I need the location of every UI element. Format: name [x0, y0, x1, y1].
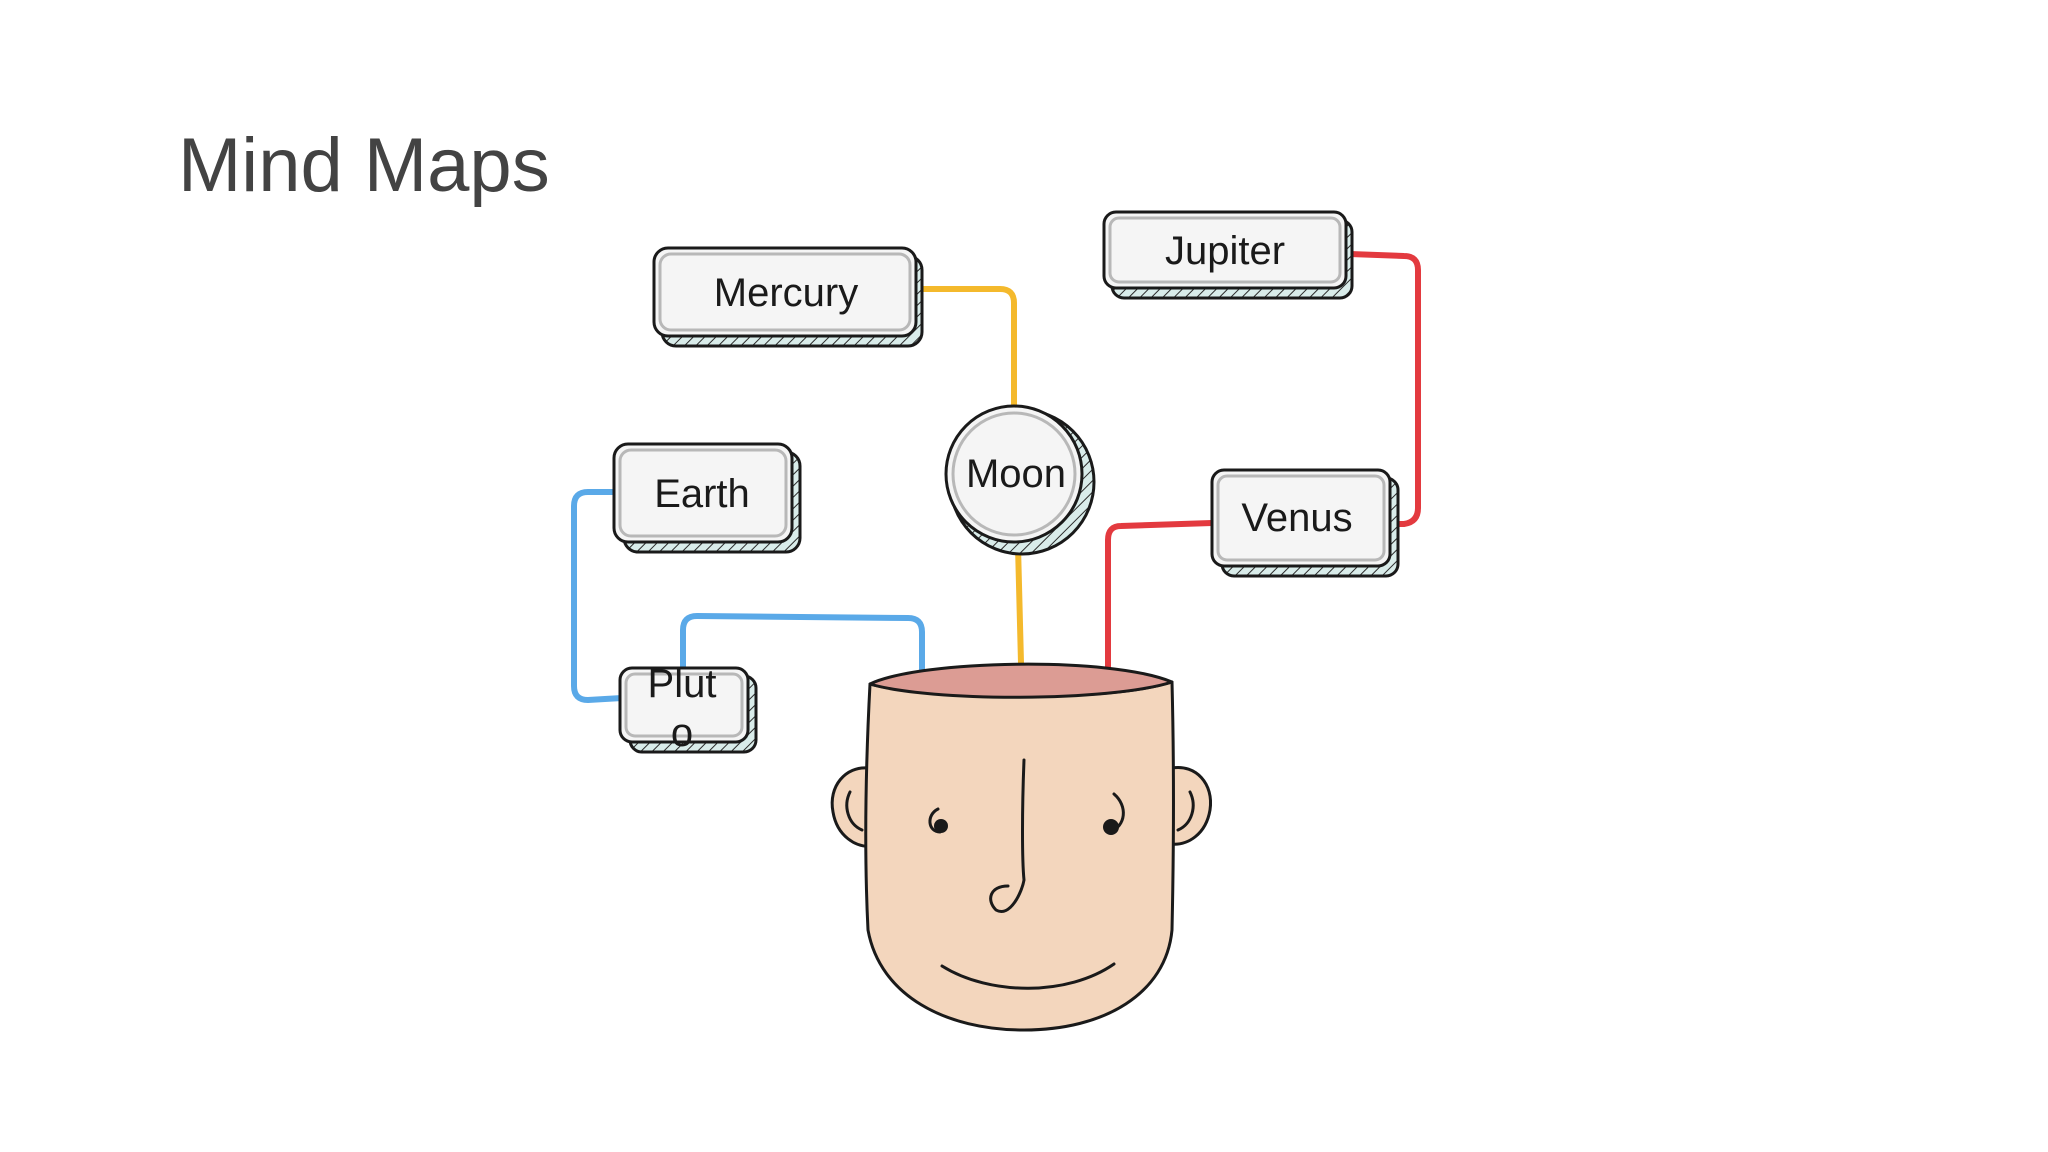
- node-moon-circle: [944, 404, 1084, 544]
- nose: [989, 758, 1026, 913]
- node-moon[interactable]: Moon: [944, 404, 1096, 556]
- node-mercury-box: [652, 246, 918, 338]
- right-ear: [1168, 766, 1213, 846]
- left-ear-inner: [845, 790, 864, 832]
- node-jupiter[interactable]: Jupiter: [1102, 210, 1354, 300]
- node-jupiter-label: Jupiter: [1165, 229, 1285, 273]
- connector-pluto-head: [680, 612, 925, 693]
- node-jupiter-box: [1102, 210, 1348, 290]
- connector-earth-pluto: [571, 489, 625, 704]
- node-venus-box: [1210, 468, 1392, 568]
- node-earth[interactable]: Earth: [612, 442, 802, 554]
- node-pluto[interactable]: Plut o: [618, 662, 758, 755]
- node-moon-label: Moon: [966, 452, 1066, 496]
- slide-title: Mind Maps: [178, 123, 550, 208]
- right-ear-inner: [1176, 790, 1195, 832]
- connectors: [571, 251, 1421, 705]
- node-earth-label: Earth: [654, 472, 750, 516]
- node-pluto-box: [618, 666, 750, 744]
- node-mercury-label: Mercury: [714, 271, 858, 315]
- node-venus[interactable]: Venus: [1210, 468, 1400, 578]
- left-ear: [830, 766, 874, 848]
- head-illustration: [830, 662, 1213, 1032]
- node-mercury[interactable]: Mercury: [652, 246, 924, 348]
- node-pluto-label-line1: Plut: [648, 662, 717, 706]
- connector-venus-head: [1105, 520, 1215, 693]
- node-pluto-label-line2: o: [671, 711, 693, 755]
- face: [864, 680, 1175, 1032]
- left-pupil: [934, 819, 948, 833]
- node-earth-box: [612, 442, 794, 544]
- mouth: [940, 962, 1116, 990]
- right-pupil: [1103, 819, 1119, 835]
- connector-mercury-moon: [917, 286, 1017, 415]
- connector-jupiter-venus: [1347, 251, 1421, 527]
- node-venus-label: Venus: [1241, 496, 1352, 540]
- brain-top: [868, 662, 1174, 699]
